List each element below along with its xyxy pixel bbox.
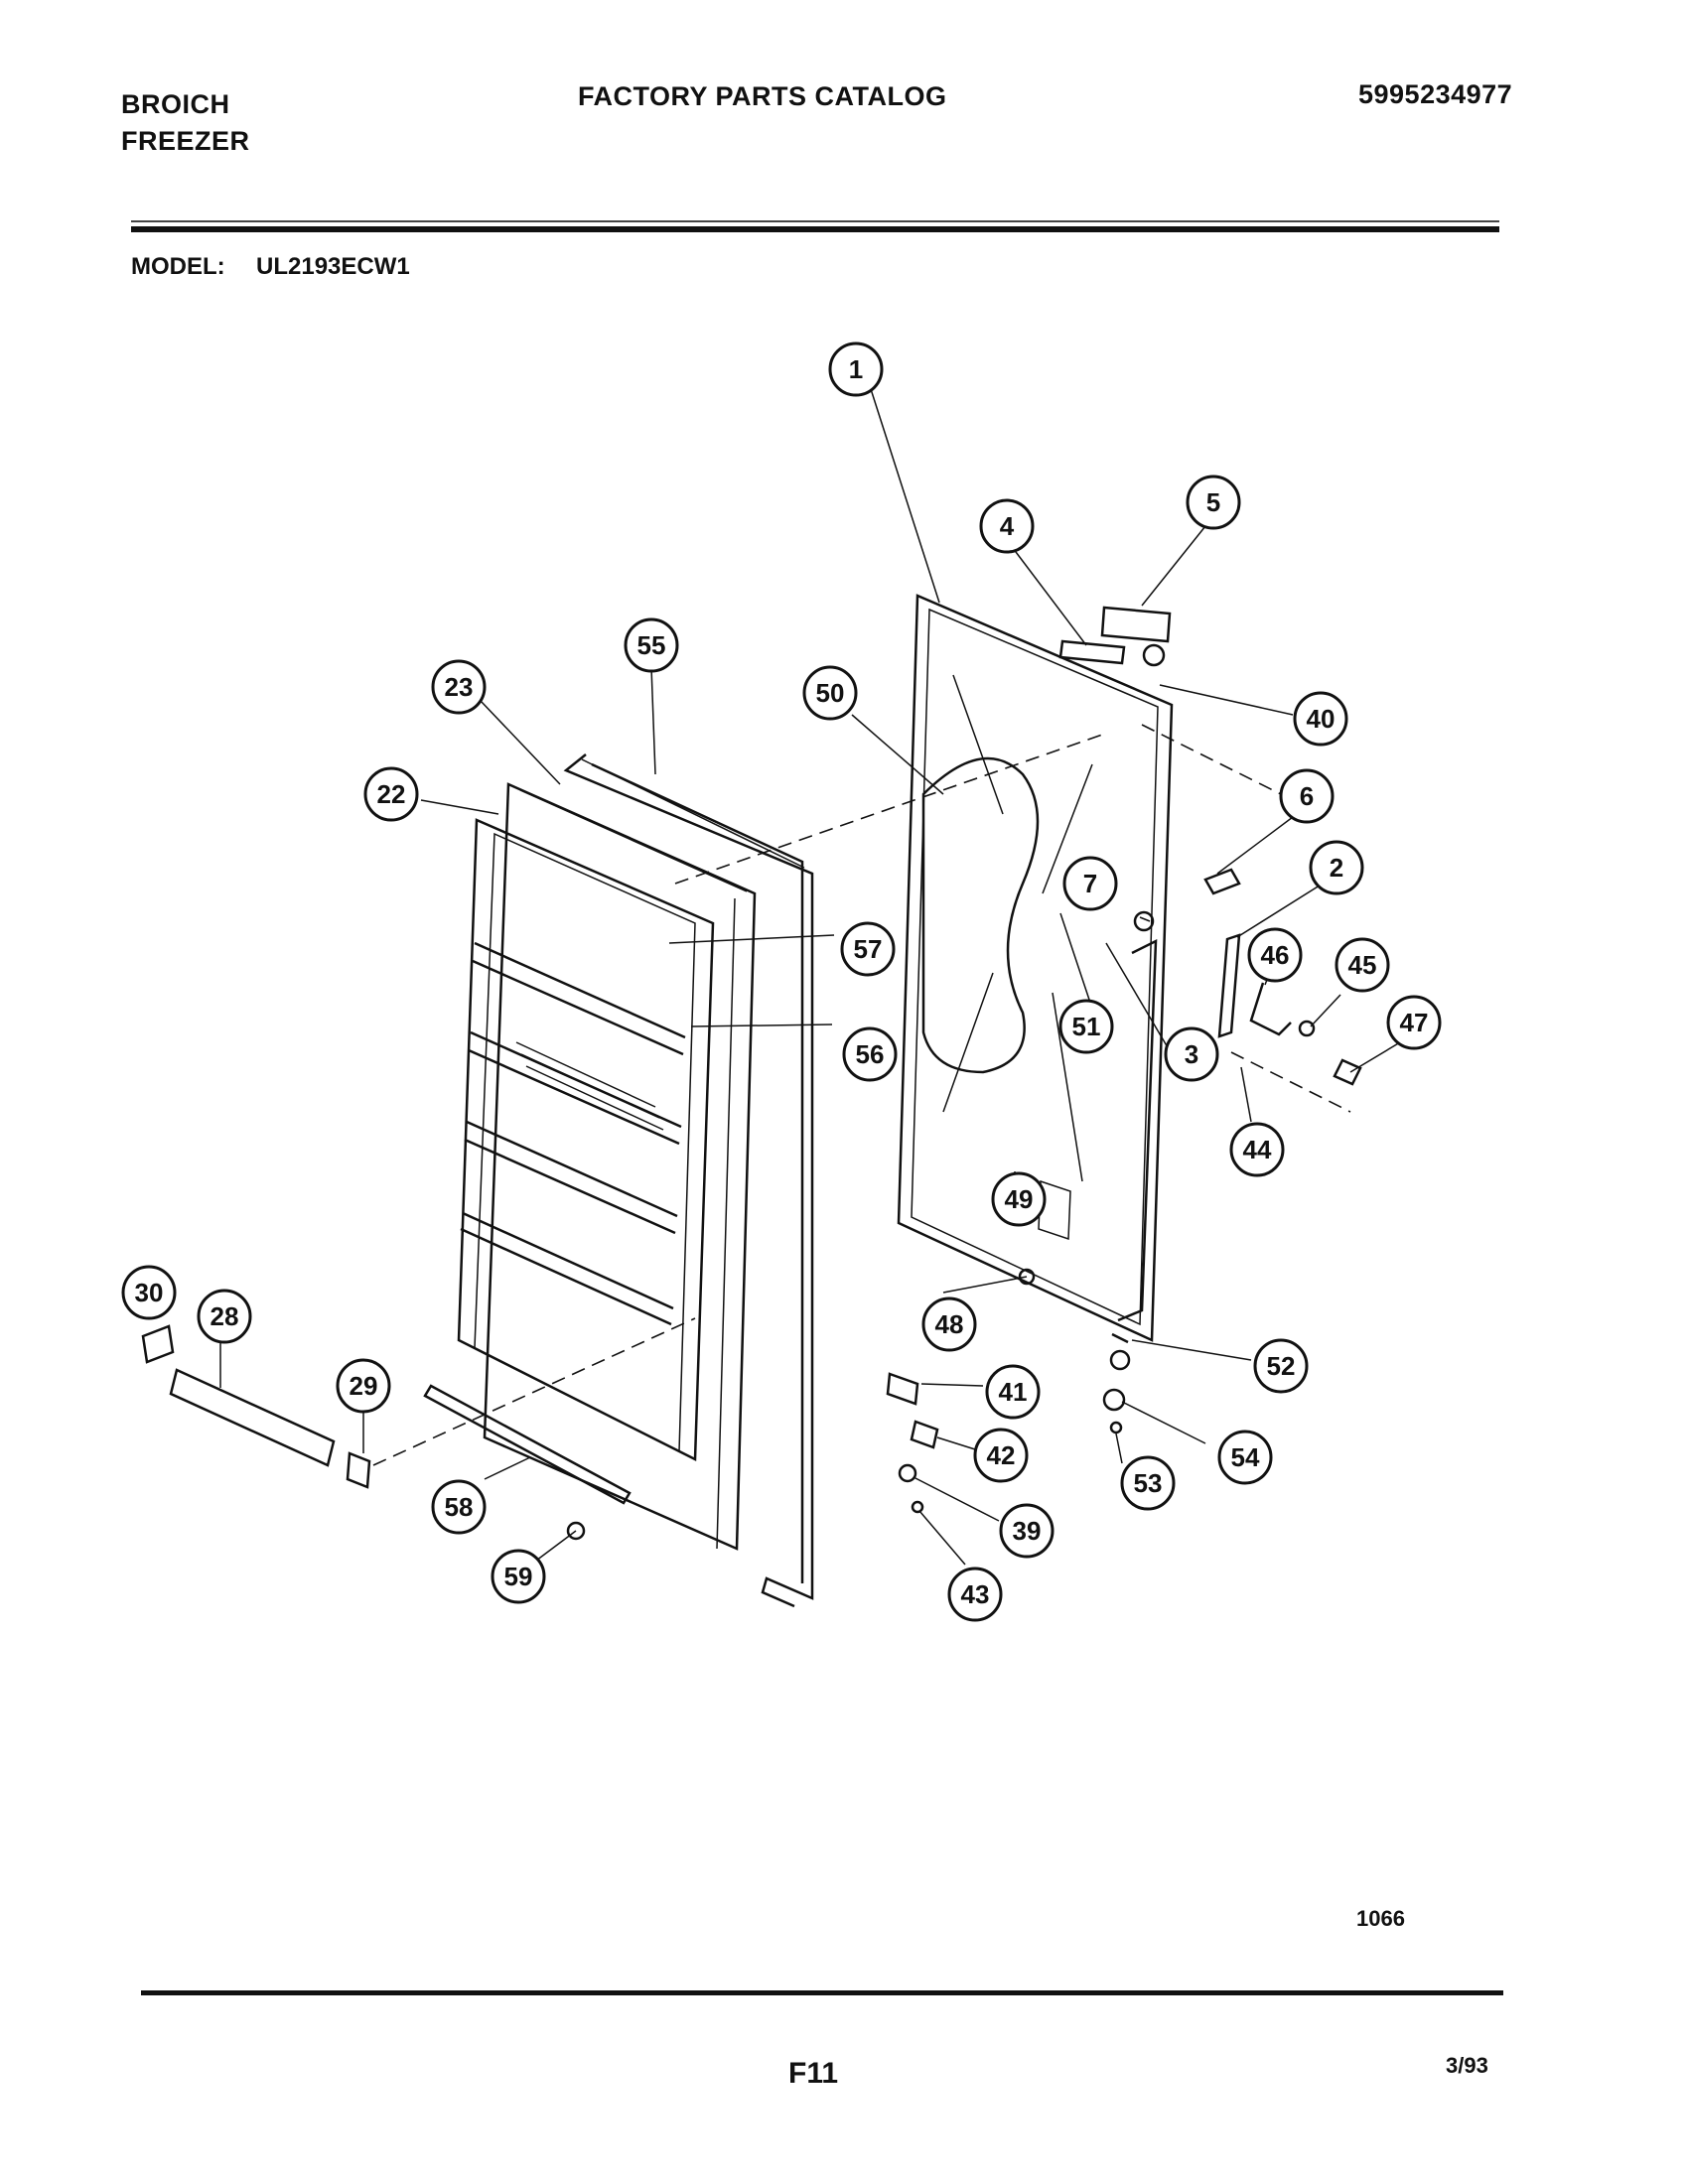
callout-46: 46 <box>1247 927 1303 983</box>
catalog-number: 5995234977 <box>1358 79 1513 109</box>
svg-text:29: 29 <box>350 1371 378 1401</box>
model-number: UL2193ECW1 <box>256 253 410 280</box>
callout-48: 48 <box>921 1297 977 1352</box>
svg-text:49: 49 <box>1005 1184 1034 1214</box>
model-label: MODEL: <box>131 253 225 280</box>
svg-text:57: 57 <box>854 934 883 964</box>
svg-text:46: 46 <box>1261 940 1290 970</box>
callout-55: 55 <box>624 617 679 673</box>
callout-45: 45 <box>1335 937 1390 993</box>
svg-text:54: 54 <box>1231 1442 1260 1472</box>
svg-text:23: 23 <box>445 672 474 702</box>
catalog-title: FACTORY PARTS CATALOG <box>578 81 947 111</box>
callout-6: 6 <box>1279 768 1335 824</box>
svg-text:7: 7 <box>1083 869 1097 898</box>
callout-22: 22 <box>363 766 419 822</box>
svg-text:44: 44 <box>1243 1135 1272 1164</box>
svg-text:55: 55 <box>637 630 666 660</box>
callout-23: 23 <box>431 659 487 715</box>
callout-39: 39 <box>999 1503 1055 1559</box>
callout-50: 50 <box>802 665 858 721</box>
svg-text:1: 1 <box>849 354 863 384</box>
revision-date: 3/93 <box>1446 2053 1488 2078</box>
callout-1: 1 <box>828 341 884 397</box>
leader-lines <box>219 388 1401 1566</box>
callout-41: 41 <box>985 1364 1041 1420</box>
svg-text:5: 5 <box>1206 487 1220 517</box>
svg-text:48: 48 <box>935 1309 964 1339</box>
svg-text:4: 4 <box>1000 511 1015 541</box>
callout-56: 56 <box>842 1026 898 1082</box>
callout-58: 58 <box>431 1479 487 1535</box>
insulation-foam-drawing <box>921 756 1040 1074</box>
svg-text:53: 53 <box>1134 1468 1163 1498</box>
svg-text:41: 41 <box>999 1377 1028 1407</box>
door-shell-drawing <box>483 782 757 1551</box>
callout-54: 54 <box>1217 1430 1273 1485</box>
brand-name: BROICH <box>121 89 230 119</box>
callout-52: 52 <box>1253 1338 1309 1394</box>
callout-43: 43 <box>947 1567 1003 1622</box>
callout-2: 2 <box>1309 840 1364 895</box>
hinge-parts-drawing <box>886 606 1362 1514</box>
svg-text:50: 50 <box>816 678 845 708</box>
svg-text:45: 45 <box>1348 950 1377 980</box>
svg-text:6: 6 <box>1300 781 1314 811</box>
svg-text:47: 47 <box>1400 1008 1429 1037</box>
svg-text:51: 51 <box>1072 1012 1101 1041</box>
callout-53: 53 <box>1120 1455 1176 1511</box>
callout-30: 30 <box>121 1265 177 1320</box>
callout-59: 59 <box>491 1549 546 1604</box>
door-liner-drawing <box>457 818 715 1461</box>
svg-text:28: 28 <box>211 1301 239 1331</box>
door-bottom-parts-drawing <box>141 1324 632 1541</box>
svg-text:2: 2 <box>1330 853 1343 883</box>
callout-3: 3 <box>1164 1026 1219 1082</box>
callout-49: 49 <box>991 1171 1047 1227</box>
callout-4: 4 <box>979 498 1035 554</box>
outer-door-panel-drawing <box>897 594 1174 1342</box>
svg-text:58: 58 <box>445 1492 474 1522</box>
callout-28: 28 <box>197 1289 252 1344</box>
callout-44: 44 <box>1229 1122 1285 1177</box>
svg-text:42: 42 <box>987 1440 1016 1470</box>
svg-text:59: 59 <box>504 1562 533 1591</box>
header-rule-thin <box>131 220 1499 222</box>
callout-29: 29 <box>336 1358 391 1414</box>
callout-51: 51 <box>1058 999 1114 1054</box>
footer-rule <box>141 1990 1503 1995</box>
callout-47: 47 <box>1386 995 1442 1050</box>
svg-text:39: 39 <box>1013 1516 1042 1546</box>
page-number: F11 <box>788 2057 839 2090</box>
callout-57: 57 <box>840 921 896 977</box>
header-rule <box>131 226 1499 232</box>
svg-text:30: 30 <box>135 1278 164 1307</box>
callout-7: 7 <box>1062 856 1118 911</box>
door-gasket-drawing <box>563 753 814 1608</box>
callout-5: 5 <box>1186 475 1241 530</box>
product-type: FREEZER <box>121 126 250 156</box>
diagram-code: 1066 <box>1356 1906 1405 1931</box>
callout-40: 40 <box>1293 691 1348 747</box>
callout-42: 42 <box>973 1428 1029 1483</box>
svg-text:56: 56 <box>856 1039 885 1069</box>
svg-text:43: 43 <box>961 1579 990 1609</box>
svg-text:52: 52 <box>1267 1351 1296 1381</box>
svg-text:22: 22 <box>377 779 406 809</box>
svg-text:3: 3 <box>1185 1039 1198 1069</box>
svg-text:40: 40 <box>1307 704 1336 734</box>
